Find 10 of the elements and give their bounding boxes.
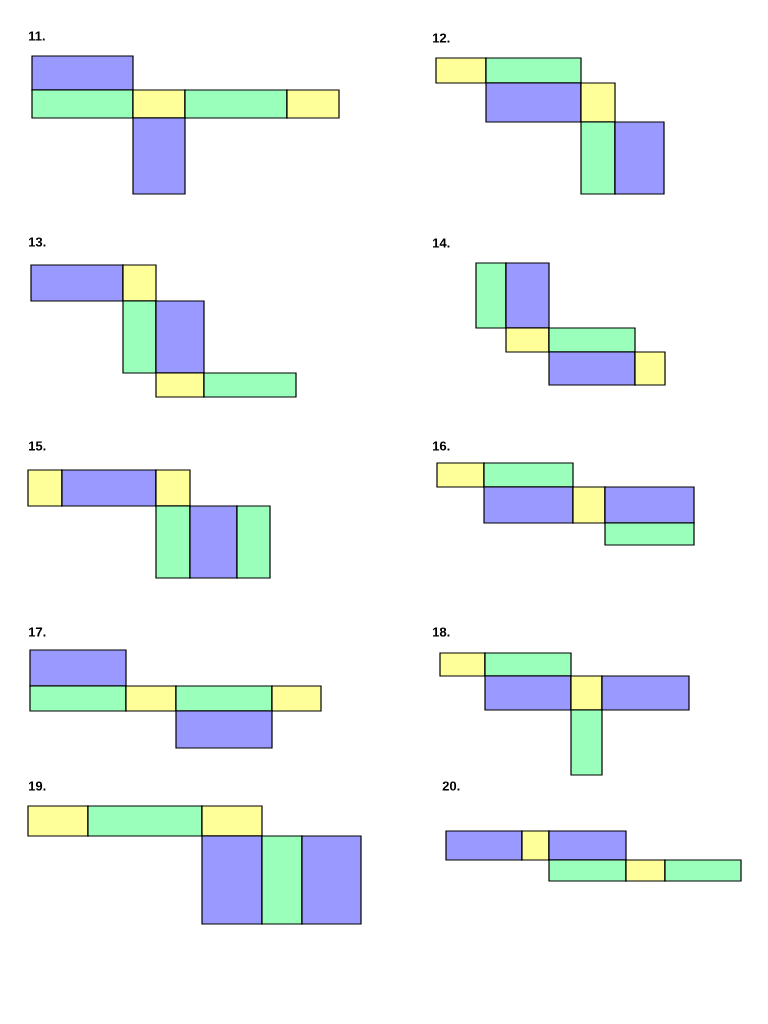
figure-number: 20. [442,781,460,791]
figure-number: 16. [433,441,450,451]
figure-number: 11. [29,31,45,41]
figure-number: 15. [29,441,46,451]
figure-number: 12. [433,33,450,43]
figure-number: 14. [433,238,450,248]
figure-number: 18. [433,627,450,637]
figure-number: 13. [29,237,46,247]
figure-number: 19. [29,781,46,791]
figure-number: 17. [29,627,46,637]
